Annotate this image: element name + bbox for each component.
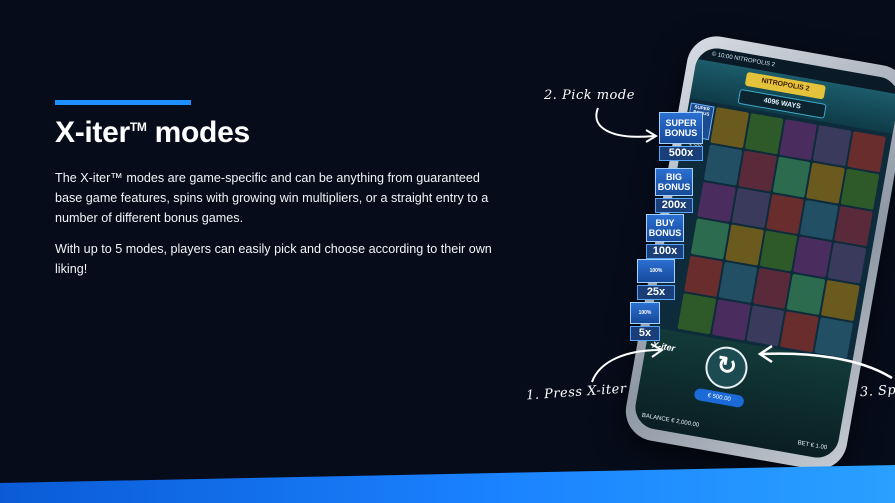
reel-symbol: [821, 280, 860, 322]
mode-5x[interactable]: 100% 5x: [630, 302, 660, 341]
reel-symbol: [765, 193, 805, 235]
reel-symbol: [724, 224, 764, 266]
mode-price: 200x: [655, 198, 693, 213]
mode-price: 25x: [637, 285, 675, 300]
mode-tile: 100%: [637, 259, 675, 283]
bottom-accent-band: [0, 465, 895, 503]
reel-symbol: [834, 205, 873, 247]
mode-tile: BUY BONUS: [646, 214, 684, 242]
reel-symbol: [746, 305, 785, 347]
reel-symbol: [778, 119, 818, 161]
reel-symbol: [813, 125, 852, 167]
bet-amount-pill[interactable]: € 500.00: [693, 387, 745, 409]
reel-symbol: [786, 274, 826, 316]
reel-symbol: [710, 107, 749, 149]
mode-price: 500x: [659, 146, 703, 161]
description-paragraph-1: The X-iter™ modes are game-specific and …: [55, 171, 489, 225]
reel-symbol: [847, 131, 886, 173]
mode-buy-bonus[interactable]: BUY BONUS 100x: [646, 214, 684, 259]
step-spin-label: 3. Sp: [859, 382, 895, 401]
step-press-xiter-label: 1. Press X-iter: [525, 381, 628, 404]
mode-big-bonus[interactable]: BIG BONUS 200x: [655, 168, 693, 213]
reel-symbol: [711, 299, 751, 341]
mode-tile: 100%: [630, 302, 660, 324]
reel-symbol: [744, 113, 784, 155]
pick-mode-arrowhead: [645, 129, 658, 143]
mode-tile: SUPER BONUS: [659, 112, 703, 144]
reel-symbol: [703, 144, 743, 186]
reel-symbol: [718, 262, 757, 304]
reel-symbol: [793, 236, 832, 278]
reel-symbol: [690, 218, 730, 260]
reel-symbol: [738, 150, 777, 192]
mode-tile: BIG BONUS: [655, 168, 693, 196]
balance-readout: BALANCE € 2,000.00: [641, 412, 700, 429]
trademark-mark: TM: [129, 120, 147, 134]
reel-symbol: [731, 187, 771, 229]
reel-symbol: [800, 199, 839, 241]
step-pick-mode-label: 2. Pick mode: [544, 88, 635, 103]
reel-symbol: [814, 317, 854, 359]
spin-icon: ↻: [714, 351, 739, 382]
title-accent-bar: [55, 100, 191, 105]
bet-readout: BET € 1.00: [796, 440, 828, 452]
reel-symbol: [697, 181, 736, 223]
reel-symbol: [806, 162, 846, 204]
mode-super-bonus[interactable]: SUPER BONUS 500x: [659, 112, 703, 161]
mode-price: 100x: [646, 244, 684, 259]
xiter-button[interactable]: X-iter: [651, 339, 676, 354]
reel-symbol: [684, 256, 723, 298]
reel-symbol: [840, 168, 880, 210]
reel-symbol: [752, 268, 792, 310]
mode-25x[interactable]: 100% 25x: [637, 259, 675, 300]
reel-symbol: [827, 242, 867, 284]
description-paragraph-2: With up to 5 modes, players can easily p…: [55, 242, 492, 276]
slot-reels: [677, 107, 886, 359]
pick-mode-arrow: [595, 107, 655, 138]
page-title: X-iterTM modes: [55, 116, 250, 149]
reel-symbol: [772, 156, 811, 198]
spin-button[interactable]: ↻: [702, 343, 751, 393]
reel-symbol: [759, 230, 798, 272]
reel-symbol: [677, 293, 717, 335]
reel-symbol: [780, 311, 819, 353]
mode-price: 5x: [630, 326, 660, 341]
